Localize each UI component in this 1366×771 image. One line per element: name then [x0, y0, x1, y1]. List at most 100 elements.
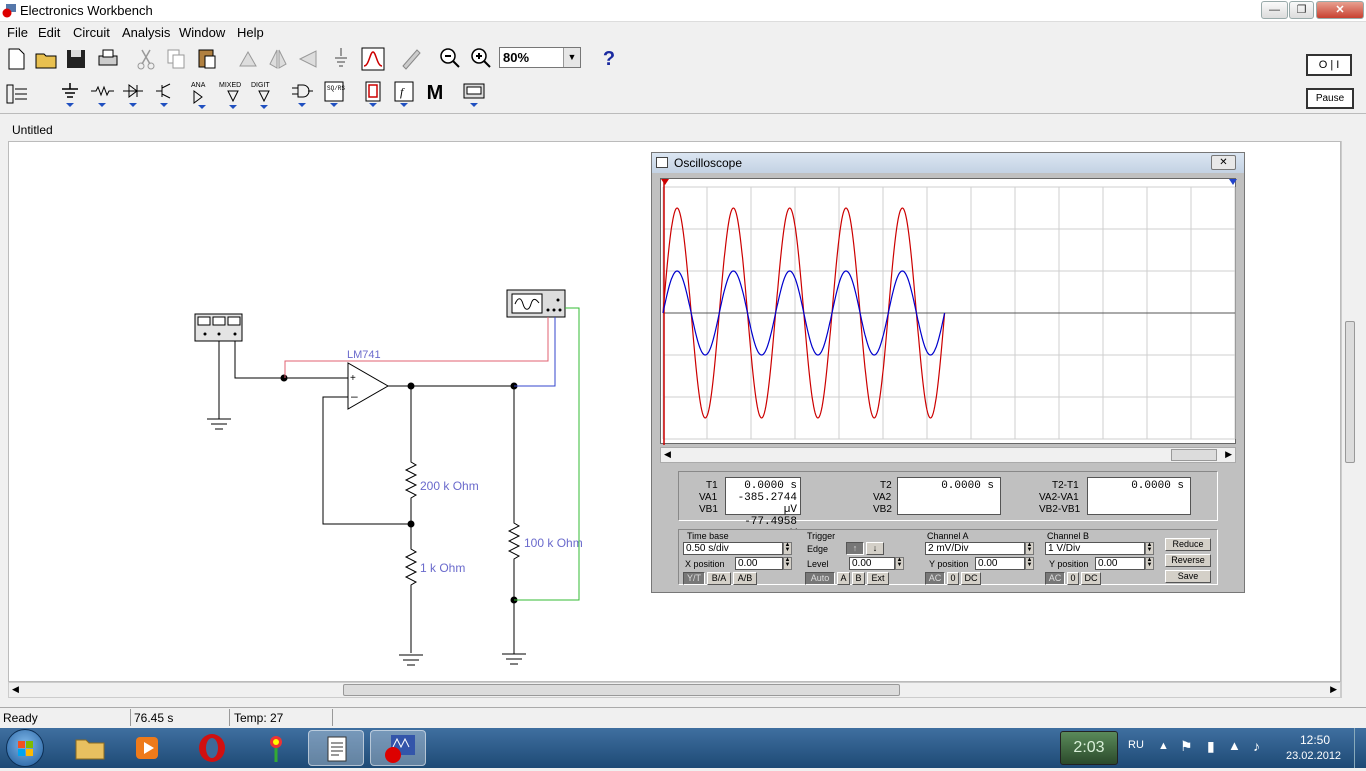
clock-date[interactable]: 23.02.2012	[1286, 750, 1342, 762]
menu-file[interactable]: File	[7, 25, 28, 40]
taskbar-documents[interactable]	[308, 730, 364, 766]
channel-a-ypos-field[interactable]: 0.00	[975, 557, 1025, 570]
resistor-100k[interactable]	[507, 386, 521, 654]
zoom-select[interactable]: 80%▼	[499, 47, 581, 68]
trigger-auto-button[interactable]: Auto	[805, 572, 835, 585]
help-button[interactable]: ?	[602, 48, 616, 70]
logic-gates-bin-icon[interactable]	[288, 79, 316, 109]
taskbar-explorer[interactable]	[62, 730, 118, 766]
network-signal-icon[interactable]: ▲	[1228, 738, 1241, 753]
xpos-spinner[interactable]: ▲▼	[783, 557, 792, 570]
canvas-vertical-scrollbar[interactable]	[1341, 141, 1358, 698]
trigger-ext-button[interactable]: Ext	[867, 572, 889, 585]
digital-bin-icon[interactable]: SQ/RS	[320, 79, 348, 109]
function-generator[interactable]	[194, 313, 243, 342]
trigger-b-button[interactable]: B	[852, 572, 865, 585]
zoom-in-icon[interactable]	[467, 44, 495, 74]
trigger-a-button[interactable]: A	[837, 572, 850, 585]
scrollbar-thumb[interactable]	[343, 684, 900, 696]
minimize-button[interactable]: —	[1261, 1, 1288, 19]
xpos-field[interactable]: 0.00	[735, 557, 783, 570]
channel-b-dc-button[interactable]: DC	[1081, 572, 1101, 585]
print-button[interactable]	[94, 44, 122, 74]
channel-b-ypos-spinner[interactable]: ▲▼	[1145, 557, 1154, 570]
taskbar-flower-app[interactable]	[248, 730, 304, 766]
new-file-button[interactable]	[2, 44, 30, 74]
rotate-icon[interactable]	[234, 44, 262, 74]
taskbar-opera[interactable]	[184, 730, 240, 766]
open-file-button[interactable]	[32, 44, 60, 74]
analysis-graph-icon[interactable]	[359, 44, 387, 74]
basic-bin-icon[interactable]	[88, 79, 116, 109]
channel-a-zero-button[interactable]: 0	[947, 572, 959, 585]
misc-bin-m-button[interactable]: M	[426, 82, 444, 104]
mixed-ics-bin-icon[interactable]: MIXED	[219, 79, 247, 109]
scroll-right-icon[interactable]: ▶	[1330, 684, 1337, 694]
reverse-button[interactable]: Reverse	[1165, 554, 1211, 567]
power-switch[interactable]: O | I	[1306, 54, 1352, 76]
menu-analysis[interactable]: Analysis	[122, 25, 171, 40]
opamp-lm741[interactable]	[347, 362, 390, 410]
flip-vertical-icon[interactable]	[264, 44, 292, 74]
taskbar-electronics-workbench[interactable]	[370, 730, 426, 766]
analog-ics-bin-icon[interactable]: ANA	[188, 79, 216, 109]
parts-bin-toggle-icon[interactable]	[3, 79, 31, 109]
flip-horizontal-icon[interactable]	[294, 44, 322, 74]
channel-a-scale-field[interactable]: 2 mV/Div	[925, 542, 1025, 555]
maximize-button[interactable]: ❐	[1289, 1, 1314, 19]
battery-icon[interactable]: ▮	[1207, 738, 1215, 754]
channel-a-dc-button[interactable]: DC	[961, 572, 981, 585]
reduce-button[interactable]: Reduce	[1165, 538, 1211, 551]
channel-b-zero-button[interactable]: 0	[1067, 572, 1079, 585]
language-indicator[interactable]: RU	[1128, 739, 1144, 751]
taskbar-media-player[interactable]	[120, 730, 176, 766]
edge-falling-button[interactable]: ↓	[866, 542, 884, 555]
menu-circuit[interactable]: Circuit	[73, 25, 110, 40]
pause-button[interactable]: Pause	[1306, 88, 1354, 109]
clock-gadget[interactable]: 2:03	[1060, 731, 1118, 765]
timebase-field[interactable]: 0.50 s/div	[683, 542, 783, 555]
diodes-bin-icon[interactable]	[119, 79, 147, 109]
scrollbar-thumb[interactable]	[1171, 449, 1217, 461]
oscilloscope-instrument[interactable]	[506, 289, 566, 318]
scroll-right-icon[interactable]: ▶	[1225, 449, 1232, 459]
component-properties-icon[interactable]	[327, 44, 355, 74]
scrollbar-thumb[interactable]	[1345, 321, 1355, 463]
menu-window[interactable]: Window	[179, 25, 226, 40]
level-spinner[interactable]: ▲▼	[895, 557, 904, 570]
channel-b-scale-field[interactable]: 1 V/Div	[1045, 542, 1145, 555]
zoom-out-icon[interactable]	[436, 44, 464, 74]
show-desktop-button[interactable]	[1354, 728, 1366, 768]
channel-a-ypos-spinner[interactable]: ▲▼	[1025, 557, 1034, 570]
save-file-button[interactable]	[62, 44, 90, 74]
timebase-spinner[interactable]: ▲▼	[783, 542, 792, 555]
canvas-horizontal-scrollbar[interactable]: ◀ ▶	[8, 682, 1341, 698]
level-field[interactable]: 0.00	[849, 557, 895, 570]
save-button[interactable]: Save	[1165, 570, 1211, 583]
oscilloscope-close-button[interactable]: ✕	[1211, 155, 1236, 170]
channel-b-ac-button[interactable]: AC	[1045, 572, 1065, 585]
menu-help[interactable]: Help	[237, 25, 264, 40]
channel-b-scale-spinner[interactable]: ▲▼	[1145, 542, 1154, 555]
oscilloscope-scrollbar[interactable]: ◀ ▶	[660, 447, 1236, 463]
edge-rising-button[interactable]: ↑	[846, 542, 864, 555]
channel-a-scale-spinner[interactable]: ▲▼	[1025, 542, 1034, 555]
scroll-left-icon[interactable]: ◀	[12, 684, 19, 694]
action-center-flag-icon[interactable]: ⚑	[1180, 738, 1193, 754]
resistor-1k[interactable]	[404, 524, 418, 653]
digital-ics-bin-icon[interactable]: DIGIT	[250, 79, 278, 109]
start-button[interactable]	[6, 729, 44, 767]
menu-edit[interactable]: Edit	[38, 25, 61, 40]
cut-icon[interactable]	[132, 44, 160, 74]
sources-bin-icon[interactable]	[56, 79, 84, 109]
instruments-bin-icon[interactable]	[460, 79, 488, 109]
yt-button[interactable]: Y/T	[683, 572, 705, 585]
show-hidden-icons-icon[interactable]: ▲	[1158, 740, 1169, 752]
copy-icon[interactable]	[162, 44, 190, 74]
ab-button[interactable]: A/B	[733, 572, 757, 585]
volume-icon[interactable]: ♪	[1253, 738, 1260, 754]
subcircuit-icon[interactable]	[397, 44, 425, 74]
clock-time[interactable]: 12:50	[1300, 733, 1331, 747]
scroll-left-icon[interactable]: ◀	[664, 449, 671, 459]
transistors-bin-icon[interactable]	[150, 79, 178, 109]
